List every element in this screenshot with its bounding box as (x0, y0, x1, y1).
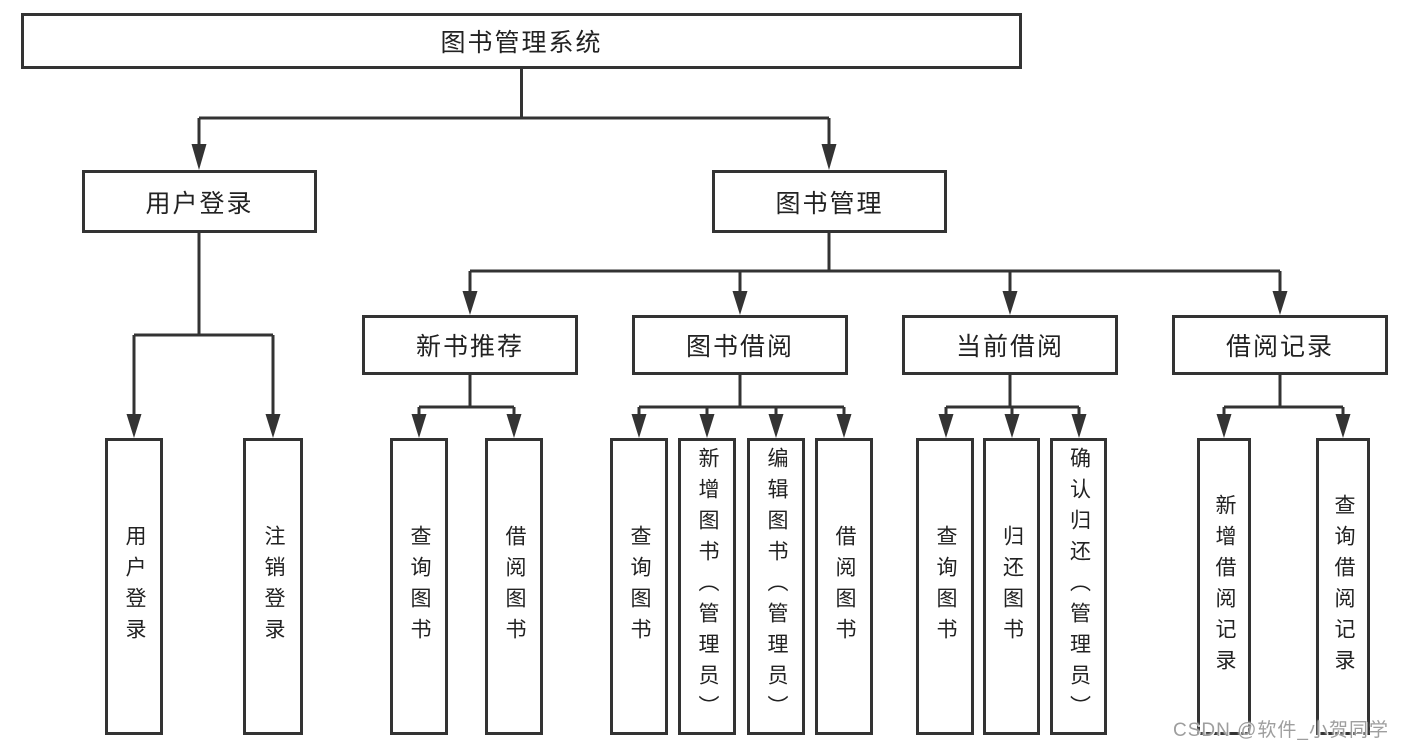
node-label: 图书借阅 (685, 333, 794, 361)
node-label: 归还图书 (1000, 524, 1024, 649)
leaf-node-return-books: 归还图书 (983, 438, 1040, 735)
node-label: 借阅图书 (833, 524, 856, 649)
leaf-node-query-books-2: 查询图书 (610, 438, 668, 735)
leaf-node-borrow-books-1: 借阅图书 (485, 438, 543, 735)
leaf-node-borrow-books-2: 借阅图书 (815, 438, 873, 735)
leaf-node-query-books-1: 查询图书 (390, 438, 448, 735)
leaf-node-logout: 注销登录 (243, 438, 303, 735)
node-label: 借阅图书 (503, 524, 526, 649)
level2-node-user-login: 用户登录 (82, 170, 317, 233)
node-label: 确认归还（管理员） (1067, 447, 1091, 726)
node-label: 查询图书 (408, 524, 431, 649)
node-label: 新增图书（管理员） (696, 447, 719, 726)
node-label: 注销登录 (262, 524, 285, 649)
node-label: 新书推荐 (415, 333, 524, 361)
leaf-node-add-borrow-record: 新增借阅记录 (1197, 438, 1251, 735)
leaf-node-edit-books-admin: 编辑图书（管理员） (747, 438, 805, 735)
leaf-node-add-books-admin: 新增图书（管理员） (678, 438, 736, 735)
node-label: 查询借阅记录 (1332, 493, 1355, 680)
leaf-node-user-login: 用户登录 (105, 438, 163, 735)
node-label: 查询图书 (934, 524, 957, 649)
node-label: 当前借阅 (955, 333, 1064, 361)
leaf-node-confirm-return-admin: 确认归还（管理员） (1050, 438, 1107, 735)
node-label: 用户登录 (145, 189, 254, 218)
level3-node-borrow-records: 借阅记录 (1172, 315, 1388, 375)
node-label: 用户登录 (123, 524, 146, 649)
node-label: 图书管理 (775, 189, 884, 218)
csdn-watermark: CSDN @软件_小贺同学 (1173, 720, 1389, 741)
level3-node-book-borrow: 图书借阅 (632, 315, 848, 375)
node-label: 查询图书 (628, 524, 651, 649)
node-label: 借阅记录 (1225, 333, 1334, 361)
leaf-node-query-borrow-record: 查询借阅记录 (1316, 438, 1370, 735)
level3-node-new-book-recommend: 新书推荐 (362, 315, 578, 375)
node-label: 新增借阅记录 (1213, 493, 1236, 680)
leaf-node-query-books-3: 查询图书 (916, 438, 974, 735)
level2-node-book-management: 图书管理 (712, 170, 947, 233)
level3-node-current-borrow: 当前借阅 (902, 315, 1118, 375)
root-node-library-management-system: 图书管理系统 (21, 13, 1022, 69)
node-label: 图书管理系统 (440, 29, 603, 57)
node-label: 编辑图书（管理员） (765, 447, 788, 726)
